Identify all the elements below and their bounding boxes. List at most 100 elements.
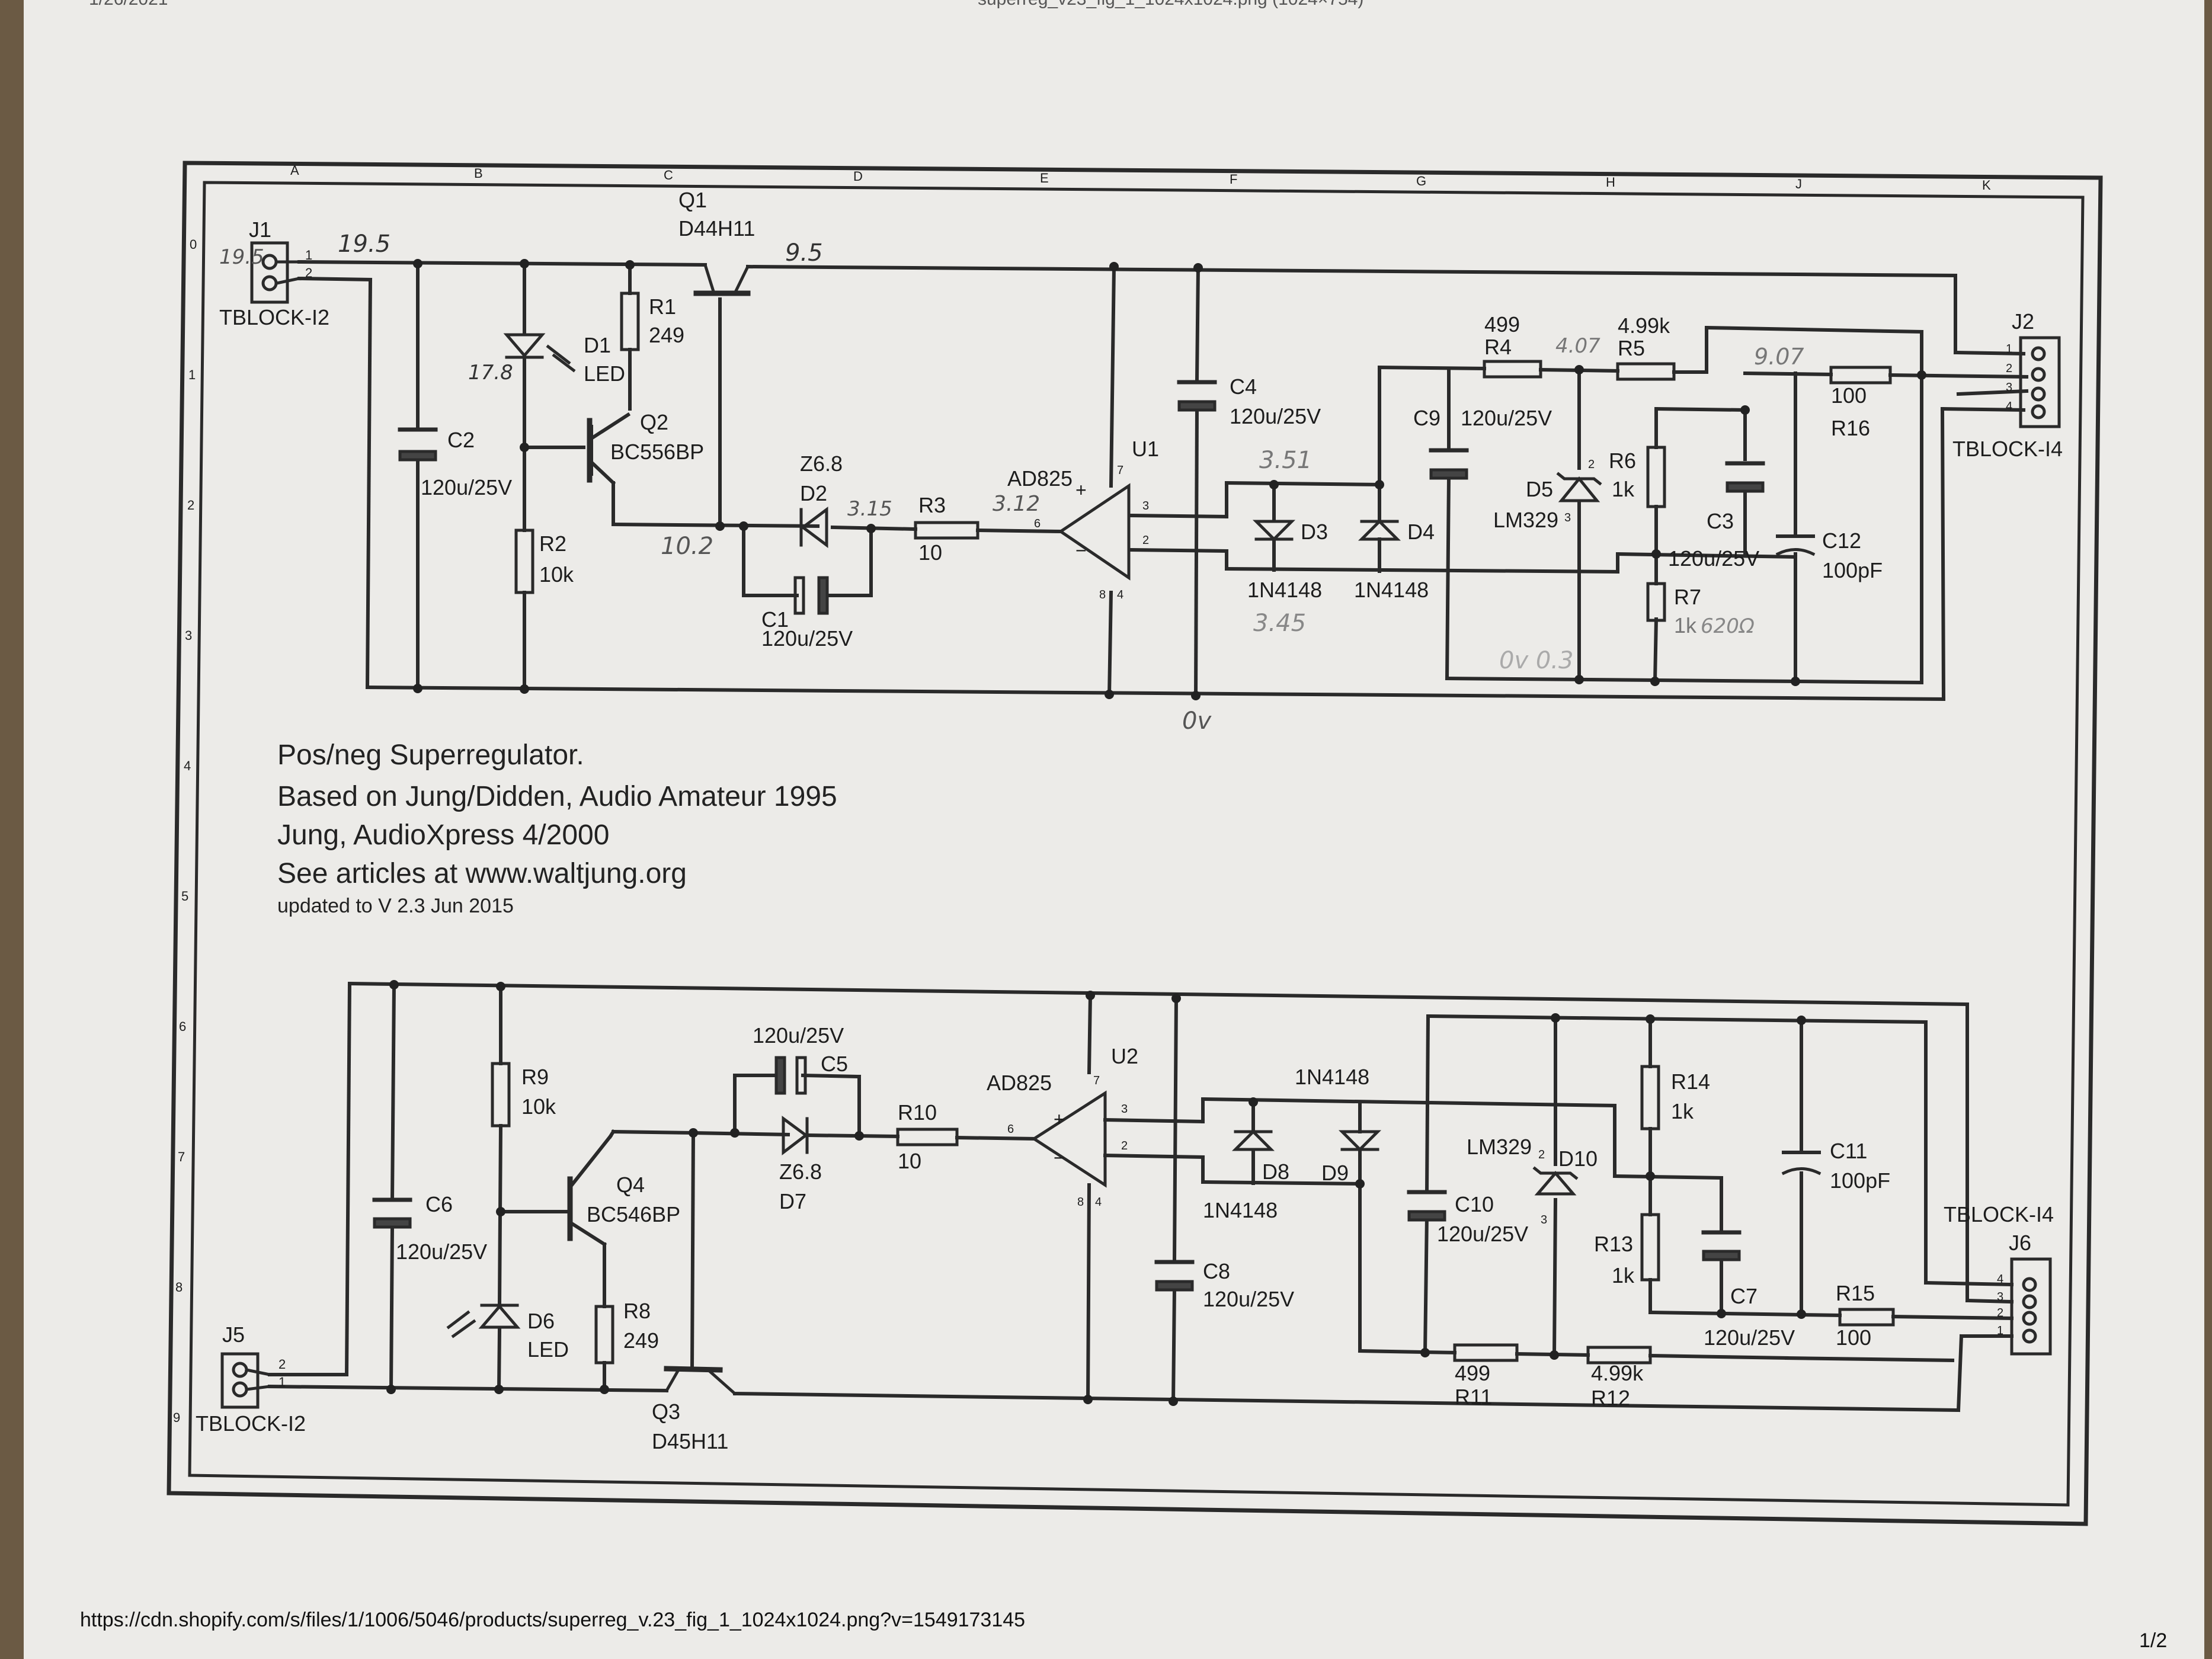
r1-value: 249 [649, 323, 684, 347]
u1-pin-label: 2 [1142, 534, 1149, 547]
j2-pin-label: 1 [2006, 342, 2012, 356]
d3-diode-icon [1252, 520, 1296, 542]
hw-resistor-change: 620Ω [1701, 614, 1755, 638]
j5-name: TBLOCK-I2 [196, 1411, 306, 1436]
hw-voltage: 17.8 [468, 361, 513, 385]
c12-value: 100pF [1822, 558, 1883, 582]
c2-ref: C2 [447, 428, 475, 452]
j1-ref: J1 [249, 217, 271, 242]
column-label: K [1982, 178, 1991, 193]
d2-zener-icon [800, 507, 828, 548]
c7-ref: C7 [1730, 1284, 1758, 1308]
r10-value: 10 [898, 1149, 921, 1173]
q3-transistor-icon [664, 1366, 723, 1373]
r5-ref: R5 [1618, 336, 1645, 360]
column-label: H [1606, 175, 1615, 190]
j5-terminal-block [220, 1352, 260, 1409]
d3-ref: D3 [1301, 520, 1328, 544]
column-label: C [664, 168, 673, 182]
row-label: 6 [179, 1019, 186, 1034]
u1-ref: U1 [1132, 437, 1159, 461]
print-footer: https://cdn.shopify.com/s/files/1/1006/5… [80, 1609, 2167, 1652]
top-labels: J1 TBLOCK-I2 1 2 Q1 D44H11 R1 249 D1 LED… [219, 188, 2063, 651]
j6-name: TBLOCK-I4 [1944, 1202, 2054, 1226]
u2-pin-label: 2 [1121, 1139, 1128, 1152]
c2-value: 120u/25V [421, 475, 512, 499]
j2-pin-label: 4 [2006, 400, 2012, 413]
hw-voltage: 19.5 [219, 245, 264, 269]
r6-resistor-icon [1646, 446, 1666, 508]
j2-ref: J2 [2012, 309, 2034, 334]
u1-pin-label: 4 [1117, 588, 1123, 601]
c4-ref: C4 [1230, 374, 1257, 399]
d10-value: LM329 [1467, 1135, 1532, 1159]
c9-value: 120u/25V [1461, 406, 1552, 430]
bottom-labels: J5 TBLOCK-I2 2 1 R9 10k C6 120u/25V Q4 B… [196, 1023, 2054, 1453]
row-label: 9 [173, 1410, 180, 1425]
u1-pin-label: 8 [1099, 588, 1106, 601]
c8-value: 120u/25V [1203, 1287, 1294, 1311]
hw-voltage: 4.07 [1555, 334, 1600, 358]
u2-value: AD825 [987, 1071, 1052, 1095]
c1-ref: C1 [761, 607, 789, 632]
j1-pin-icon [261, 275, 278, 292]
u2-pin-label: 6 [1007, 1123, 1014, 1136]
r7-ref: R7 [1674, 585, 1701, 609]
u1-pin-label: 3 [1142, 499, 1149, 513]
c5-capacitor-icon [774, 1056, 786, 1095]
j1-pin1-label: 1 [305, 248, 312, 262]
c6-ref: C6 [425, 1192, 453, 1216]
r14-value: 1k [1671, 1099, 1694, 1123]
r2-resistor-icon [514, 529, 534, 594]
q2-ref: Q2 [640, 410, 668, 434]
c9-ref: C9 [1413, 406, 1440, 430]
c11-ref: C11 [1830, 1139, 1867, 1163]
c8-ref: C8 [1203, 1259, 1230, 1283]
c7-value: 120u/25V [1704, 1325, 1795, 1350]
d5-pin-label: 2 [1588, 458, 1595, 471]
r16-resistor-icon [1829, 366, 1892, 385]
u1-opamp-icon [1058, 483, 1131, 581]
u1-pin-label: 7 [1117, 464, 1123, 477]
note-line: See articles at www.waltjung.org [277, 858, 687, 889]
d5-pin-label: 3 [1564, 511, 1571, 524]
j5-ref: J5 [222, 1322, 245, 1347]
column-label: G [1416, 174, 1426, 188]
row-label: 8 [175, 1280, 183, 1295]
column-label: F [1230, 172, 1237, 187]
j6-pin-label: 4 [1997, 1273, 2003, 1286]
j6-pin-icon [2022, 1294, 2037, 1309]
note-line: Jung, AudioXpress 4/2000 [277, 819, 609, 851]
column-label: D [853, 169, 863, 184]
u1-plus-sign: + [1075, 479, 1087, 501]
row-label: 3 [185, 628, 192, 643]
j2-pin-icon [2031, 346, 2046, 361]
c3-value: 120u/25V [1668, 546, 1759, 571]
q1-value: D44H11 [678, 216, 755, 241]
drawing-frame [167, 161, 2103, 1526]
d10-pin-label: 2 [1538, 1148, 1545, 1161]
c10-ref: C10 [1455, 1192, 1494, 1216]
d10-zener-icon [1534, 1171, 1577, 1196]
print-url: https://cdn.shopify.com/s/files/1/1006/5… [80, 1609, 1025, 1631]
print-date: 1/26/2021 [89, 0, 168, 9]
j2-name: TBLOCK-I4 [1952, 437, 2063, 461]
u2-pin-label: 3 [1121, 1103, 1128, 1116]
r15-resistor-icon [1838, 1308, 1895, 1327]
d3-value: 1N4148 [1247, 578, 1322, 602]
j6-pin-label: 3 [1997, 1290, 2003, 1304]
r5-resistor-icon [1616, 362, 1676, 381]
top-components [250, 241, 2061, 622]
r12-value: 4.99k [1591, 1361, 1644, 1385]
hw-voltage: 3.51 [1259, 447, 1312, 474]
j6-pin-icon [2022, 1328, 2037, 1344]
j1-name: TBLOCK-I2 [219, 305, 329, 329]
hw-voltage: 0v 0.3 [1499, 647, 1573, 674]
j2-pin-icon [2031, 404, 2046, 419]
r11-ref: R11 [1455, 1385, 1492, 1409]
r7-resistor-icon [1646, 582, 1666, 622]
r4-ref: R4 [1484, 335, 1512, 359]
u2-plus-sign: + [1054, 1109, 1065, 1130]
r9-ref: R9 [521, 1065, 549, 1089]
j5-pin-label: 2 [278, 1357, 286, 1372]
